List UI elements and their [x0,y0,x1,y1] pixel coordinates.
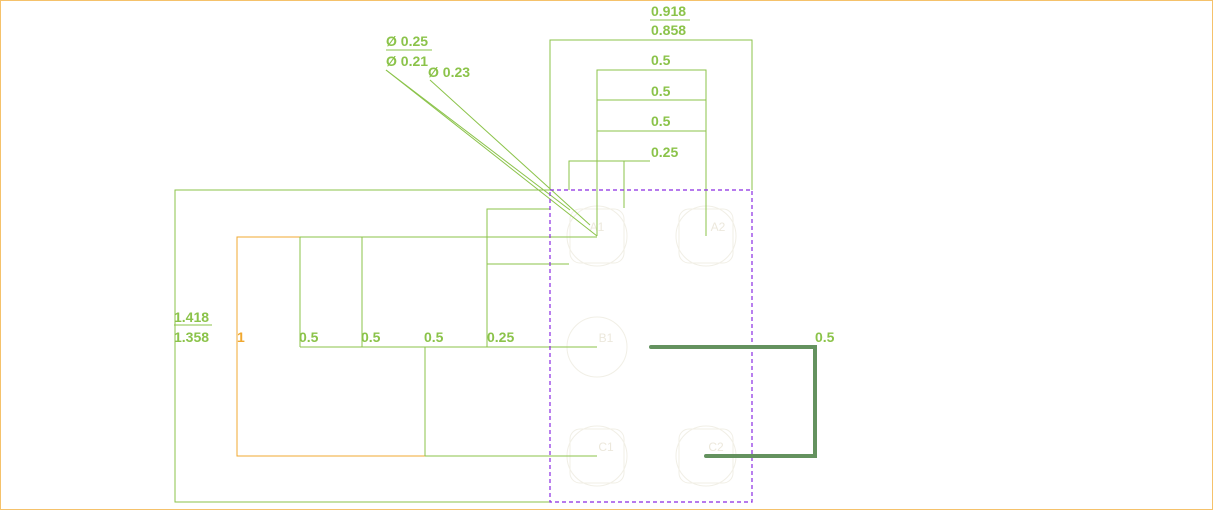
dim-left-2-text: 0.5 [299,329,319,345]
pad-a2-label: A2 [711,220,726,234]
dimension-diameters: Ø 0.25 Ø 0.21 Ø 0.23 [385,33,598,237]
dim-top-lower-text: 0.858 [651,22,686,38]
dim-left-1-text: 1 [237,329,245,345]
dim-top-upper-text: 0.918 [651,3,686,19]
dim-right-1-text: 0.5 [815,329,835,345]
dim-top-3-text: 0.5 [651,113,671,129]
dimension-top-overall: 0.918 0.858 [549,3,753,190]
dim-diameter-3-text: Ø 0.23 [428,64,470,80]
pad-c1-label: C1 [598,440,614,454]
dim-left-5-text: 0.25 [487,329,514,345]
dimension-left-overall: 1.418 1.358 [174,189,550,503]
dim-diameter-2-text: Ø 0.21 [386,53,428,69]
dimension-left-pitch: 1 0.5 0.5 0.5 0.25 [236,208,597,457]
dim-diameter-1-text: Ø 0.25 [386,33,428,49]
trace[interactable] [649,345,817,458]
dim-top-1-text: 0.5 [651,52,671,68]
dimension-top-pitch: 0.5 0.5 0.5 0.25 [568,52,707,236]
pad-c2-label: C2 [708,440,724,454]
dim-left-lower-text: 1.358 [174,329,209,345]
pad-b1-label: B1 [599,331,614,345]
dim-left-upper-text: 1.418 [174,309,209,325]
dim-left-4-text: 0.5 [424,329,444,345]
dim-top-4-text: 0.25 [651,144,678,160]
dim-left-3-text: 0.5 [361,329,381,345]
dim-top-2-text: 0.5 [651,83,671,99]
pad-c2[interactable]: C2 [675,425,737,487]
